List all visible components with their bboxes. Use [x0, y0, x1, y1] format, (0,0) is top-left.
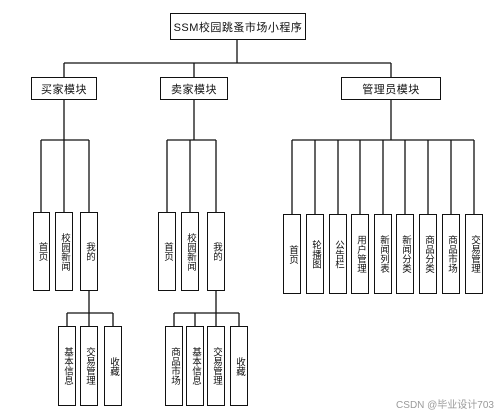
seller-home-node: 首页 [158, 212, 176, 291]
buyer-campus-news-node: 校园新闻 [55, 212, 73, 291]
admin-news-category-node: 新闻分类 [396, 214, 414, 294]
seller-market-node: 商品市场 [165, 326, 183, 406]
admin-module-node: 管理员模块 [341, 77, 441, 100]
buyer-mine-node: 我的 [80, 212, 98, 291]
admin-home-node: 首页 [283, 214, 301, 294]
admin-trade-management-node: 交易管理 [465, 214, 483, 294]
seller-module-node: 卖家模块 [160, 77, 228, 100]
buyer-basic-info-node: 基本信息 [58, 326, 76, 406]
buyer-module-node: 买家模块 [31, 77, 97, 100]
buyer-trade-management-node: 交易管理 [80, 326, 98, 406]
seller-mine-node: 我的 [207, 212, 225, 291]
buyer-home-node: 首页 [33, 212, 50, 291]
seller-trade-management-node: 交易管理 [207, 326, 225, 406]
admin-user-management-node: 用户管理 [351, 214, 369, 294]
admin-announcement-node: 公告栏 [329, 214, 347, 294]
seller-campus-news-node: 校园新闻 [181, 212, 199, 291]
seller-basic-info-node: 基本信息 [186, 326, 204, 406]
admin-carousel-node: 轮播图 [306, 214, 324, 294]
admin-product-category-node: 商品分类 [419, 214, 437, 294]
watermark: CSDN @毕业设计703 [396, 400, 494, 411]
admin-market-node: 商品市场 [442, 214, 460, 294]
root-node: SSM校园跳蚤市场小程序 [170, 13, 306, 40]
buyer-favorites-node: 收藏 [104, 326, 122, 406]
admin-news-list-node: 新闻列表 [374, 214, 392, 294]
seller-favorites-node: 收藏 [230, 326, 248, 406]
